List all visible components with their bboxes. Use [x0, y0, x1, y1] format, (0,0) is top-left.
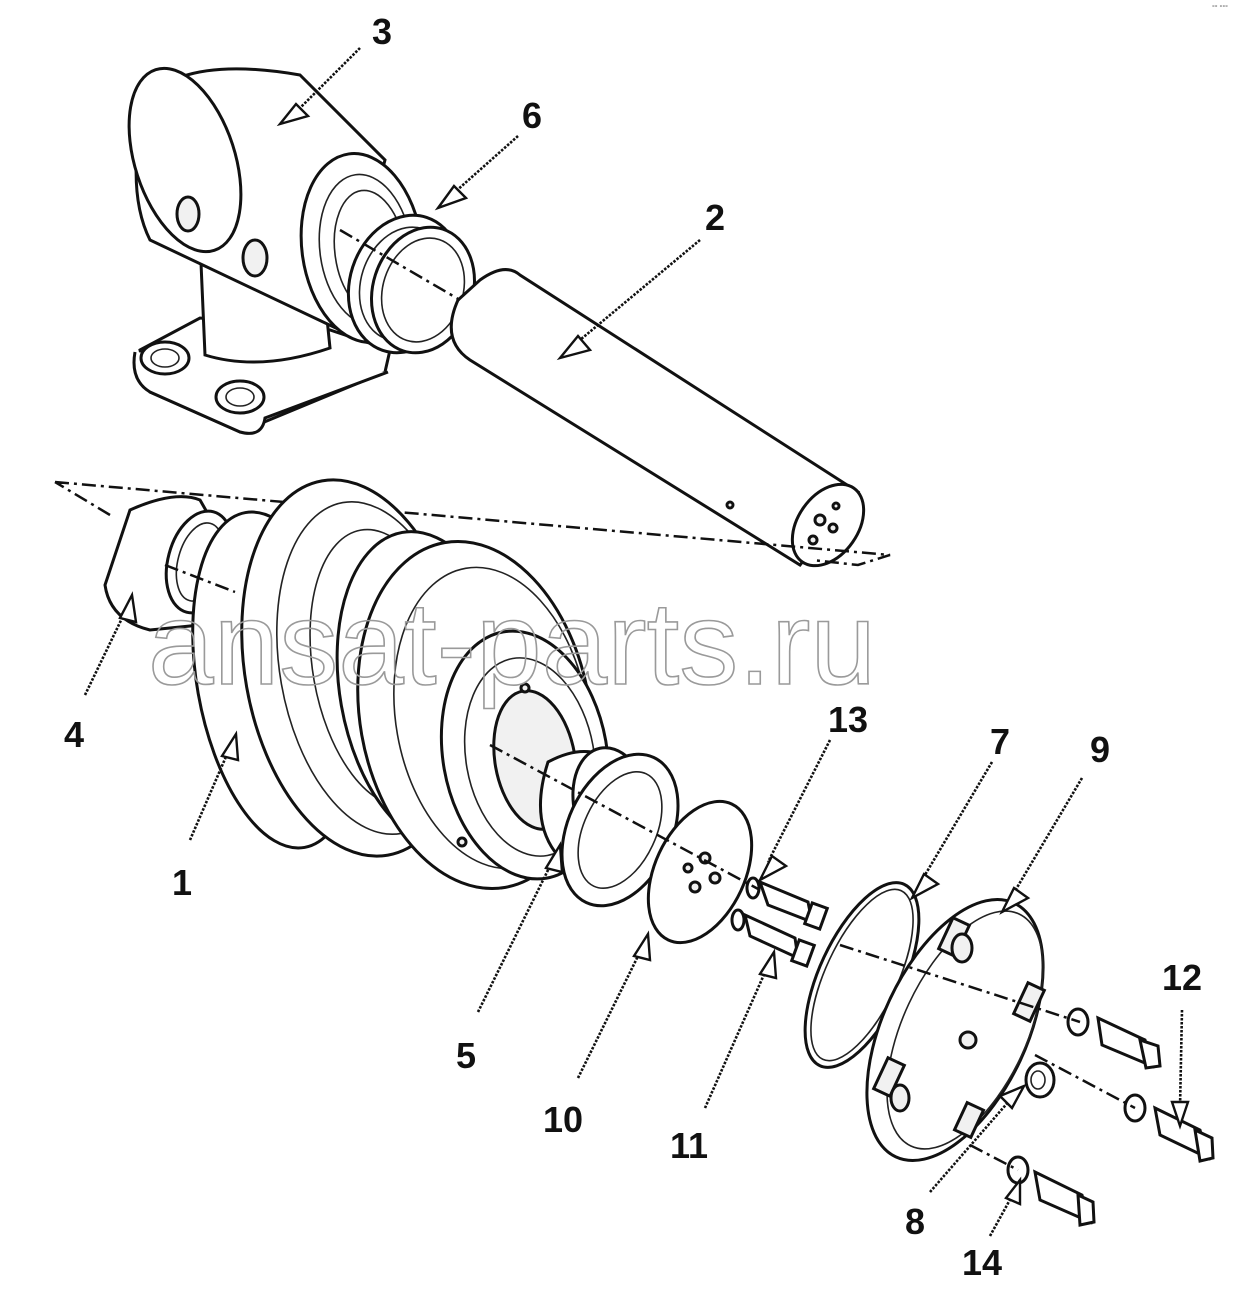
axis-lines	[164, 228, 1136, 1172]
callout-label-14: 14	[962, 1242, 1002, 1283]
seal-rings	[346, 213, 477, 355]
callout-1: 1	[172, 730, 240, 903]
callout-label-5: 5	[456, 1035, 476, 1076]
small-bolts	[730, 876, 830, 968]
watermark-text: ansat-parts.ru	[148, 578, 876, 710]
callout-6: 6	[434, 95, 542, 211]
callout-label-2: 2	[705, 197, 725, 238]
callout-14: 14	[962, 1176, 1022, 1283]
callout-label-6: 6	[522, 95, 542, 136]
callout-9: 9	[999, 729, 1110, 915]
callout-2: 2	[556, 197, 725, 361]
callout-11: 11	[670, 948, 778, 1166]
callout-12: 12	[1162, 957, 1202, 1130]
callout-label-1: 1	[172, 862, 192, 903]
callout-7: 7	[909, 721, 1010, 901]
callout-label-3: 3	[372, 11, 392, 52]
corner-mark: °° °°°	[1212, 4, 1228, 12]
large-bolts	[1006, 1007, 1215, 1227]
callout-10: 10	[543, 930, 652, 1140]
callout-label-7: 7	[990, 721, 1010, 762]
callout-label-10: 10	[543, 1099, 583, 1140]
callout-label-9: 9	[1090, 729, 1110, 770]
callout-label-8: 8	[905, 1201, 925, 1242]
assembly-boundary-line	[54, 480, 891, 567]
callout-label-4: 4	[64, 714, 84, 755]
callout-label-12: 12	[1162, 957, 1202, 998]
pin-shaft	[449, 268, 866, 568]
callout-4: 4	[64, 591, 138, 755]
plug	[1024, 1061, 1056, 1099]
callout-label-11: 11	[670, 1125, 708, 1166]
callout-8: 8	[905, 1083, 1027, 1242]
callout-13: 13	[757, 699, 868, 883]
retainer-plate	[646, 799, 754, 945]
callout-3: 3	[276, 11, 392, 127]
callout-5: 5	[456, 841, 564, 1076]
callout-label-13: 13	[828, 699, 868, 740]
